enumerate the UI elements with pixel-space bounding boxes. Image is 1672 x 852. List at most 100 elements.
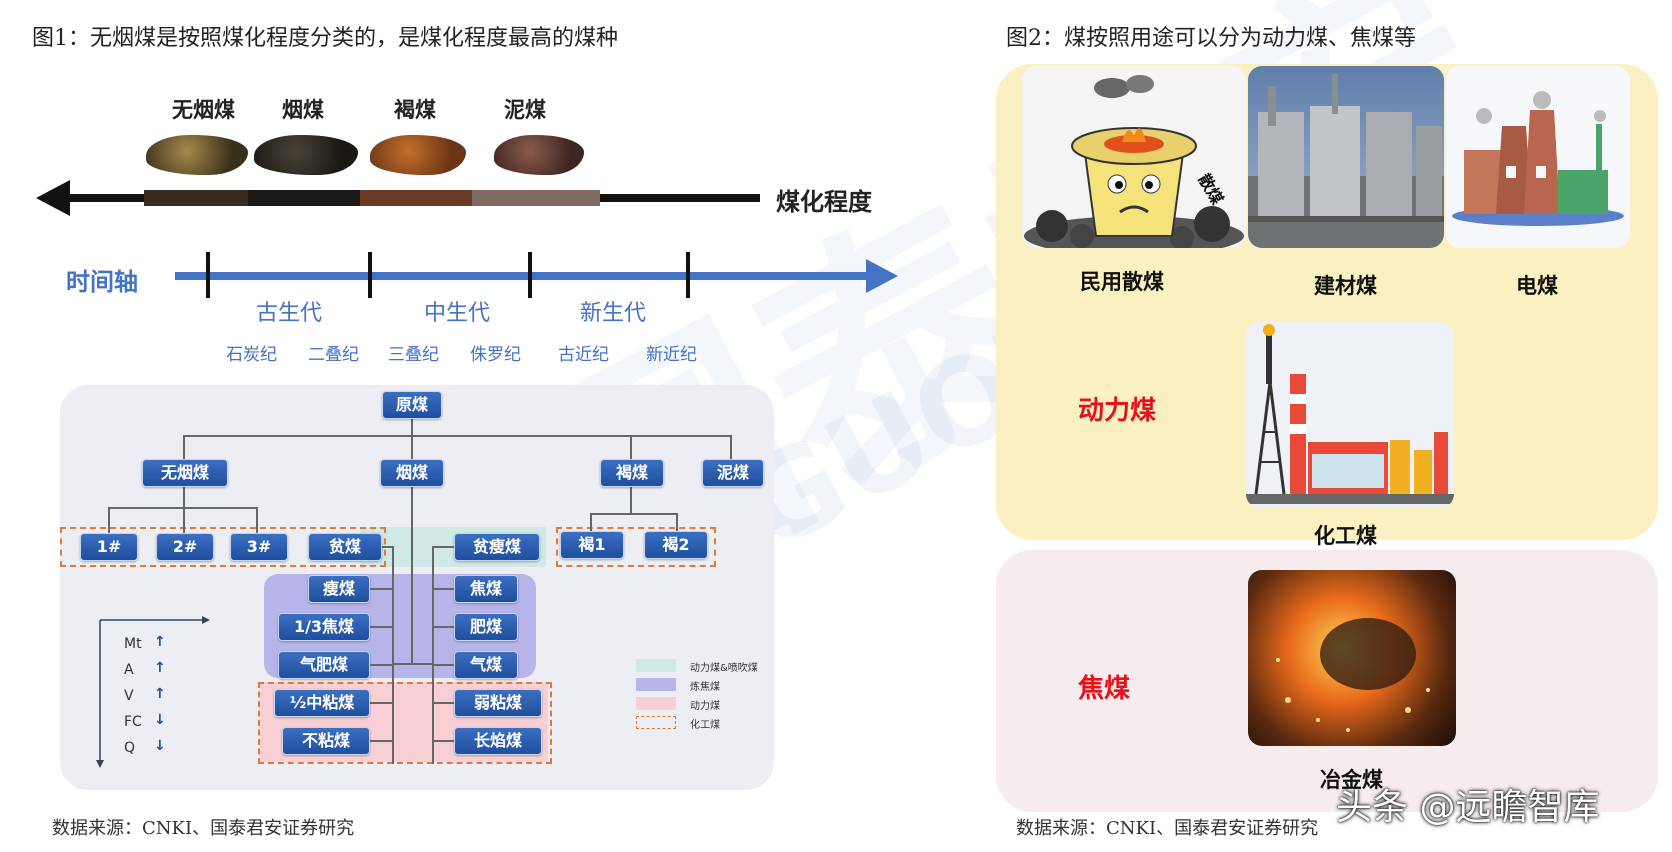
bituminous-sample-image bbox=[254, 135, 358, 175]
category-coking-coal: 焦煤 bbox=[1078, 674, 1131, 704]
period-jurassic: 侏罗纪 bbox=[470, 345, 521, 365]
toutiao-watermark: 头条 @远瞻智库 bbox=[1336, 787, 1600, 828]
node-one-third-coking: 1/3焦煤 bbox=[278, 613, 370, 641]
node-anthracite-1: 1# bbox=[80, 533, 138, 561]
caption-building-material-coal: 建材煤 bbox=[1314, 274, 1377, 298]
period-paleogene: 古近纪 bbox=[558, 345, 609, 365]
legend-swatch-coking bbox=[636, 678, 676, 691]
node-non-caking: 不粘煤 bbox=[282, 727, 370, 755]
metallurgical-coal-image bbox=[1248, 570, 1456, 746]
node-anthracite: 无烟煤 bbox=[142, 459, 228, 487]
figure2-title: 图2：煤按照用途可以分为动力煤、焦煤等 bbox=[1006, 26, 1416, 51]
timeline-tick bbox=[686, 252, 690, 298]
chemical-coal-outline bbox=[556, 527, 716, 567]
arrow-down-icon: ↓ bbox=[154, 738, 166, 754]
connector-line bbox=[368, 588, 394, 590]
lignite-band bbox=[360, 190, 472, 206]
caption-residential-coal: 民用散煤 bbox=[1080, 270, 1164, 294]
param-fixed-carbon: FC bbox=[124, 714, 142, 730]
category-power-coal: 动力煤 bbox=[1078, 396, 1157, 426]
connector-line bbox=[432, 546, 454, 548]
connector-line bbox=[368, 664, 394, 666]
node-gas-fat-coal: 气肥煤 bbox=[278, 651, 370, 679]
connector-line bbox=[411, 435, 413, 463]
era-cenozoic: 新生代 bbox=[580, 301, 647, 326]
legend-swatch-power-spray bbox=[636, 659, 676, 672]
connector-line bbox=[183, 485, 185, 507]
node-meager-coal: 瘦煤 bbox=[308, 575, 370, 603]
connector-line bbox=[380, 546, 394, 548]
arrow-up-icon: ↑ bbox=[154, 634, 166, 650]
node-anthracite-3: 3# bbox=[230, 533, 288, 561]
coal-label-lignite: 褐煤 bbox=[394, 98, 436, 122]
param-volatile: V bbox=[124, 688, 134, 704]
node-weak-caking: 弱粘煤 bbox=[454, 689, 542, 717]
connector-line bbox=[432, 626, 454, 628]
connector-line bbox=[183, 507, 185, 533]
legend-label-power-spray: 动力煤&喷吹煤 bbox=[690, 663, 758, 674]
timeline-tick bbox=[206, 252, 210, 298]
connector-line bbox=[108, 507, 256, 509]
connector-line bbox=[630, 435, 632, 463]
anthracite-band bbox=[144, 190, 248, 206]
caption-metallurgical-coal: 冶金煤 bbox=[1320, 768, 1383, 792]
arrow-down-icon: ↓ bbox=[154, 712, 166, 728]
connector-line bbox=[392, 663, 434, 665]
coalification-degree-label: 煤化程度 bbox=[776, 188, 872, 216]
coal-label-anthracite: 无烟煤 bbox=[172, 98, 235, 122]
chemical-coal-outline bbox=[258, 682, 552, 764]
period-permian: 二叠纪 bbox=[308, 345, 359, 365]
timeline-label: 时间轴 bbox=[66, 268, 138, 296]
arrow-up-icon: ↑ bbox=[154, 660, 166, 676]
bituminous-band bbox=[248, 190, 360, 206]
connector-line bbox=[368, 626, 394, 628]
chemical-coal-image bbox=[1246, 322, 1454, 508]
arrow-right-icon bbox=[866, 259, 898, 293]
connector-line bbox=[411, 485, 413, 663]
legend-label-coking: 炼焦煤 bbox=[690, 682, 720, 693]
building-material-coal-image bbox=[1248, 66, 1444, 248]
node-bituminous: 烟煤 bbox=[380, 459, 444, 487]
connector-line bbox=[432, 588, 454, 590]
node-lignite-2: 褐2 bbox=[644, 531, 708, 559]
legend-swatch-chemical bbox=[636, 716, 676, 729]
lignite-sample-image bbox=[370, 135, 466, 175]
node-long-flame: 长焰煤 bbox=[454, 727, 542, 755]
period-neogene: 新近纪 bbox=[646, 345, 697, 365]
node-lean-coal: 贫煤 bbox=[308, 533, 382, 561]
residential-coal-image: 散煤 bbox=[1022, 66, 1246, 248]
power-coal-image bbox=[1446, 66, 1630, 248]
node-peat: 泥煤 bbox=[702, 459, 764, 487]
arrow-left-icon bbox=[36, 180, 70, 216]
connector-line bbox=[432, 546, 434, 764]
connector-line bbox=[630, 485, 632, 515]
connector-line bbox=[108, 507, 110, 533]
param-ash: A bbox=[124, 662, 134, 678]
connector-line bbox=[368, 740, 394, 742]
parameter-axes bbox=[96, 616, 210, 768]
period-triassic: 三叠纪 bbox=[388, 345, 439, 365]
param-calorific: Q bbox=[124, 740, 136, 756]
timeline-tick bbox=[528, 252, 532, 298]
peat-band bbox=[472, 190, 600, 206]
node-coking-coal: 焦煤 bbox=[454, 575, 518, 603]
coal-label-peat: 泥煤 bbox=[504, 98, 546, 122]
peat-sample-image bbox=[494, 135, 584, 175]
figure2-source: 数据来源：CNKI、国泰君安证券研究 bbox=[1016, 818, 1319, 839]
node-fat-coal: 肥煤 bbox=[454, 613, 518, 641]
node-raw-coal: 原煤 bbox=[382, 391, 442, 419]
node-lignite-1: 褐1 bbox=[560, 531, 624, 559]
connector-line bbox=[183, 435, 185, 463]
node-lean-meager-coal: 贫瘦煤 bbox=[454, 533, 540, 561]
param-volatile-moisture: Mt bbox=[124, 636, 142, 652]
connector-line bbox=[590, 513, 678, 515]
figure1-title: 图1：无烟煤是按照煤化程度分类的，是煤化程度最高的煤种 bbox=[32, 26, 618, 51]
connector-line bbox=[676, 513, 678, 533]
connector-line bbox=[256, 507, 258, 533]
arrow-up-icon: ↑ bbox=[154, 686, 166, 702]
connector-line bbox=[432, 664, 454, 666]
node-gas-coal: 气煤 bbox=[454, 651, 518, 679]
figure1-source: 数据来源：CNKI、国泰君安证券研究 bbox=[52, 818, 355, 839]
connector-line bbox=[183, 435, 731, 437]
era-paleozoic: 古生代 bbox=[256, 301, 323, 326]
